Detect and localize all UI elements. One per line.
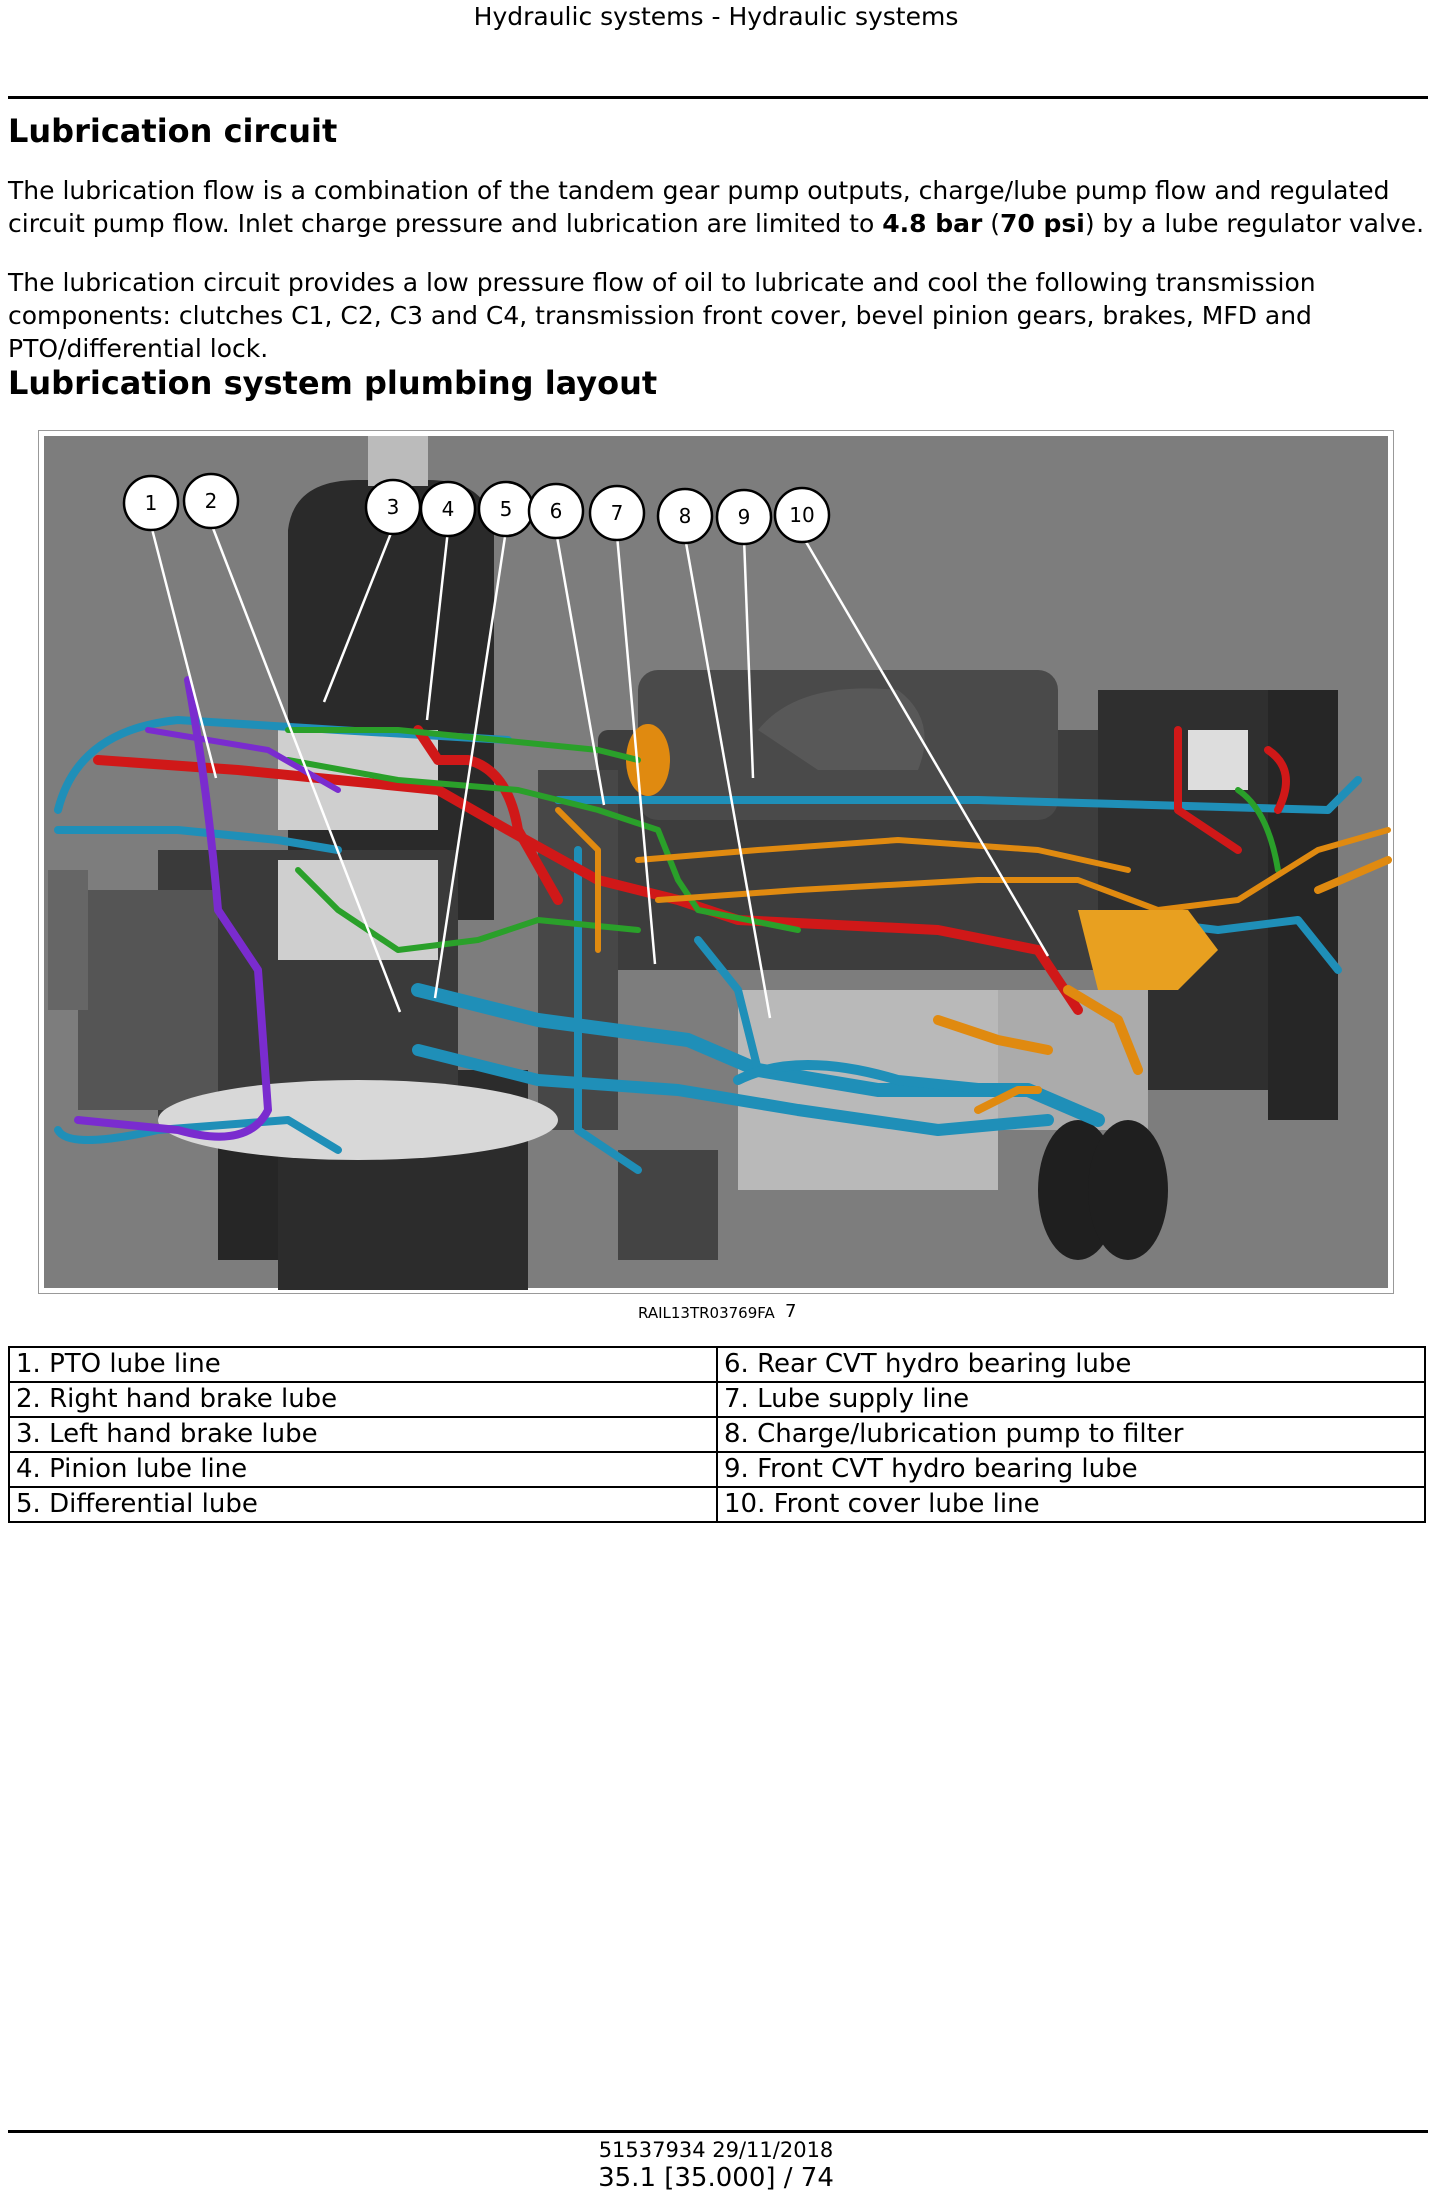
subsection-title: Lubrication system plumbing layout xyxy=(8,364,658,402)
section-title: Lubrication circuit xyxy=(8,112,338,150)
callout-4: 4 xyxy=(419,480,477,538)
callout-8: 8 xyxy=(656,487,714,545)
callout-5: 5 xyxy=(477,480,535,538)
callout-3: 3 xyxy=(364,478,422,536)
svg-text:2: 2 xyxy=(205,489,218,513)
components-paragraph: The lubrication circuit provides a low p… xyxy=(8,268,1316,363)
legend-item: 2. Right hand brake lube xyxy=(8,1381,718,1418)
callout-10: 10 xyxy=(773,486,831,544)
legend-item: 1. PTO lube line xyxy=(8,1346,718,1383)
running-header: Hydraulic systems - Hydraulic systems xyxy=(473,2,959,31)
svg-text:4: 4 xyxy=(442,497,455,521)
para1-text-a: The lubrication flow is a combination of… xyxy=(8,176,1390,238)
legend-item: 7. Lube supply line xyxy=(716,1381,1426,1418)
legend-item: 10. Front cover lube line xyxy=(716,1486,1426,1523)
legend-item: 6. Rear CVT hydro bearing lube xyxy=(716,1346,1426,1383)
para1-text-c: ) by a lube regulator valve. xyxy=(1084,209,1425,238)
callout-6: 6 xyxy=(527,482,585,540)
callout-group: 1 2 3 4 5 6 7 8 9 10 xyxy=(122,472,831,546)
legend-item: 3. Left hand brake lube xyxy=(8,1416,718,1453)
svg-text:7: 7 xyxy=(611,501,624,525)
legend-item: 4. Pinion lube line xyxy=(8,1451,718,1488)
callout-7: 7 xyxy=(588,484,646,542)
header-rule xyxy=(8,96,1428,99)
svg-text:10: 10 xyxy=(789,503,814,527)
footer-rule xyxy=(8,2130,1428,2133)
callout-2: 2 xyxy=(182,472,240,530)
pressure-bar-value: 4.8 bar xyxy=(882,209,983,238)
svg-text:6: 6 xyxy=(550,499,563,523)
svg-text:3: 3 xyxy=(387,495,400,519)
svg-text:9: 9 xyxy=(738,505,751,529)
figure-number: 7 xyxy=(785,1301,797,1322)
legend-item: 8. Charge/lubrication pump to filter xyxy=(716,1416,1426,1453)
plumbing-layout-figure: 1 2 3 4 5 6 7 8 9 10 xyxy=(38,430,1394,1294)
legend-item: 5. Differential lube xyxy=(8,1486,718,1523)
callout-9: 9 xyxy=(715,488,773,546)
figure-code: RAIL13TR03769FA xyxy=(638,1304,775,1322)
para1-text-b: ( xyxy=(982,209,1001,238)
legend-item: 9. Front CVT hydro bearing lube xyxy=(716,1451,1426,1488)
footer-doc-code: 51537934 29/11/2018 xyxy=(598,2138,834,2162)
svg-text:8: 8 xyxy=(679,504,692,528)
callout-1: 1 xyxy=(122,474,180,532)
intro-paragraph: The lubrication flow is a combination of… xyxy=(8,174,1428,240)
svg-text:5: 5 xyxy=(500,497,513,521)
footer-page-number: 35.1 [35.000] / 74 xyxy=(598,2163,834,2193)
svg-text:1: 1 xyxy=(145,491,158,515)
pressure-psi-value: 70 psi xyxy=(1000,209,1085,238)
